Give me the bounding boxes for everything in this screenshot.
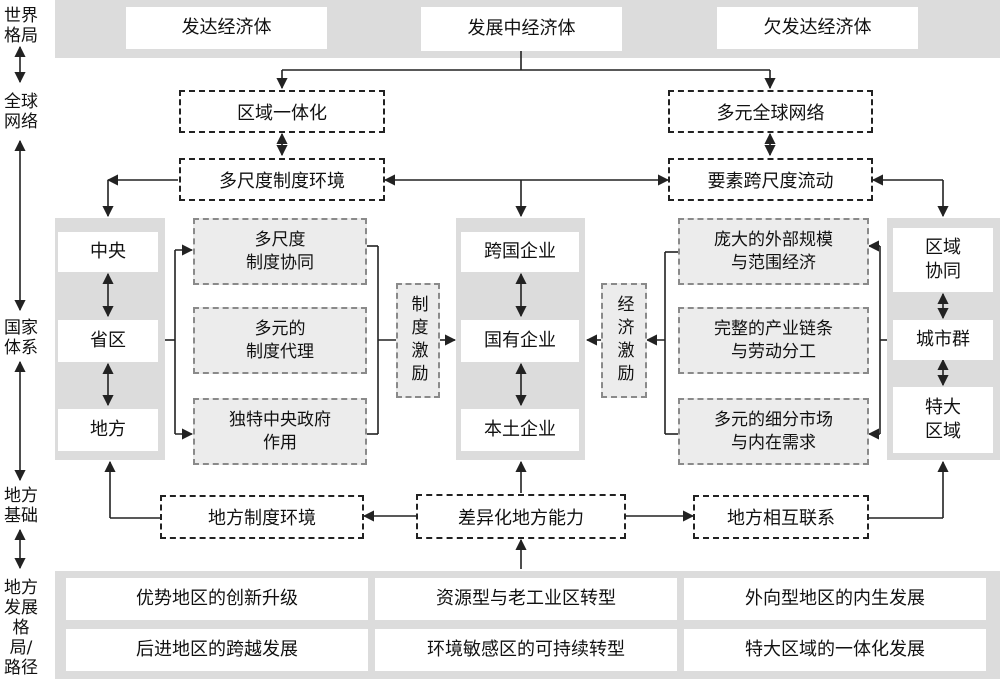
regional-integration-box: 区域一体化: [179, 90, 385, 133]
path-mega-region-integration: 特大区域的一体化发展: [684, 629, 986, 671]
path-resource-transition: 资源型与老工业区转型: [375, 578, 677, 620]
urban-agglomeration-box: 城市群: [893, 320, 993, 360]
local-institution-box: 地方制度环境: [160, 495, 364, 539]
developed-economies-box: 发达经济体: [126, 7, 327, 49]
diverse-global-network-box: 多元全球网络: [668, 90, 873, 133]
scale-scope-economies-box: 庞大的外部规模 与范围经济: [678, 218, 869, 285]
local-government-box: 地方: [58, 409, 158, 451]
local-linkages-box: 地方相互联系: [693, 495, 869, 539]
level-label-local-paths: 地方发展格局/路径: [4, 578, 38, 678]
multi-scale-institution-box: 多尺度制度环境: [179, 158, 385, 201]
level-label-national-system: 国家体系: [4, 318, 38, 358]
multi-scale-coordination-box: 多尺度 制度协同: [193, 218, 367, 285]
economic-incentive-box: 经济激励: [601, 283, 647, 398]
mega-region-box: 特大 区域: [893, 387, 993, 453]
path-endogenous-development: 外向型地区的内生发展: [684, 578, 986, 620]
central-government-role-box: 独特中央政府 作用: [193, 398, 367, 465]
multinational-enterprise-box: 跨国企业: [461, 232, 579, 272]
path-sustainable-transition: 环境敏感区的可持续转型: [375, 629, 677, 671]
developing-economies-box: 发展中经济体: [421, 7, 622, 51]
level-label-global-network: 全球网络: [4, 92, 38, 132]
state-owned-enterprise-box: 国有企业: [461, 320, 579, 362]
path-leapfrog-development: 后进地区的跨越发展: [66, 629, 368, 671]
domestic-enterprise-box: 本土企业: [461, 409, 579, 451]
regional-coordination-box: 区域 协同: [893, 228, 993, 292]
level-label-world-pattern: 世界格局: [4, 6, 38, 46]
market-demand-box: 多元的细分市场 与内在需求: [678, 398, 869, 465]
industrial-chain-box: 完整的产业链条 与劳动分工: [678, 307, 869, 374]
path-innovation-upgrade: 优势地区的创新升级: [66, 578, 368, 620]
cross-scale-flow-box: 要素跨尺度流动: [668, 158, 873, 201]
central-government-box: 中央: [58, 232, 158, 272]
level-label-local-basis: 地方基础: [4, 486, 38, 526]
diverse-agency-box: 多元的 制度代理: [193, 307, 367, 374]
province-box: 省区: [58, 320, 158, 362]
institution-incentive-box: 制度激励: [396, 283, 440, 398]
differentiated-capacity-box: 差异化地方能力: [416, 494, 626, 539]
less-developed-economies-box: 欠发达经济体: [717, 7, 918, 49]
